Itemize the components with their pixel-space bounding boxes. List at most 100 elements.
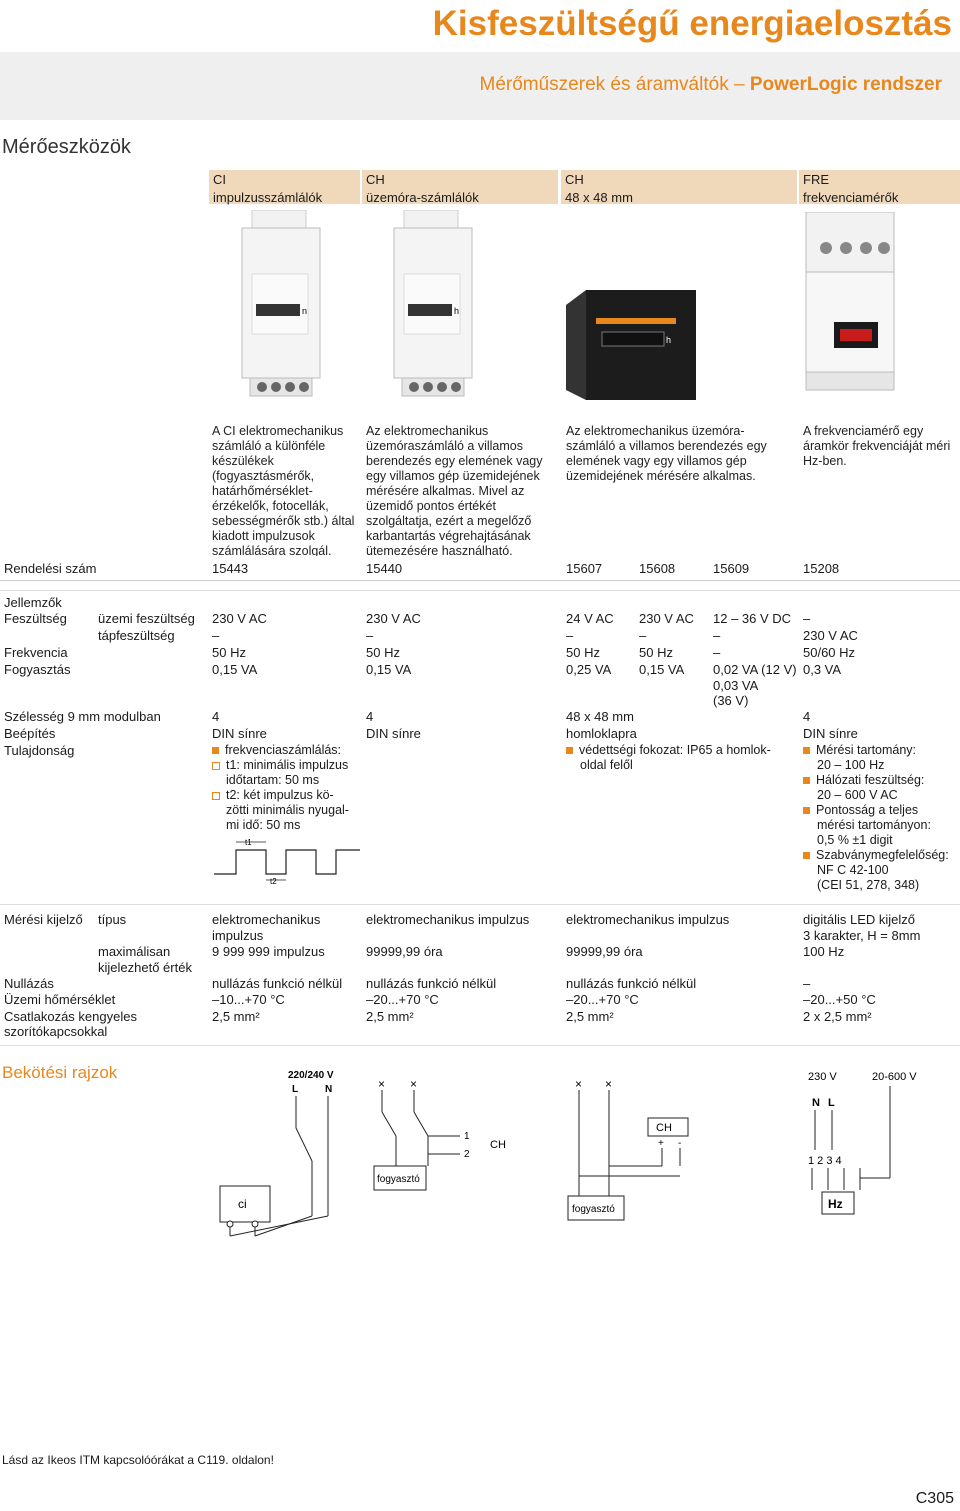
neutral-label: N: [325, 1084, 332, 1095]
supply-voltage-label: tápfeszültség: [98, 628, 175, 643]
subtitle-brand: PowerLogic rendszer: [749, 74, 942, 95]
spec-value: 99999,99 óra: [566, 944, 643, 959]
cross-icon: ×: [605, 1077, 612, 1091]
page-number: C305: [915, 1490, 954, 1507]
wiring-diagram-fre: 230 V 20-600 V N L 1 2 3 4 Hz: [808, 1071, 917, 1215]
spec-value: DIN sínre: [212, 726, 267, 741]
list-text: NF C 42-100: [817, 863, 889, 877]
spec-value: 230 V AC: [366, 611, 421, 626]
spec-value: –10...+70 °C: [212, 992, 285, 1007]
subtitle-plain: Mérőműszerek és áramváltók –: [479, 74, 750, 95]
spec-value: 3 karakter, H = 8mm: [803, 928, 921, 943]
spec-value: 50 Hz: [566, 645, 600, 660]
ci-box-label: ci: [238, 1197, 247, 1211]
description-ch: Az elektromechanikus üzemóraszámláló a v…: [366, 424, 543, 558]
spec-value: 99999,99 óra: [366, 944, 443, 959]
product-image-ch: h: [393, 210, 473, 397]
spec-value: 24 V AC: [566, 611, 614, 626]
property-list-ch48: védettségi fokozat: IP65 a homlok- oldal…: [566, 743, 796, 773]
spec-value: impulzus: [212, 928, 264, 943]
spec-value: 50 Hz: [366, 645, 400, 660]
bullet-icon: [566, 747, 573, 755]
hz-box-label: Hz: [828, 1197, 843, 1211]
width-label: Szélesség 9 mm modulban: [4, 709, 161, 724]
product-image-fre: [805, 212, 895, 391]
subtitle-band: [0, 52, 960, 120]
property-label: Tulajdonság: [4, 743, 75, 758]
spec-value: 230 V AC: [639, 611, 694, 626]
neutral-label: N: [812, 1097, 820, 1109]
spec-value: digitális LED kijelző: [803, 912, 915, 927]
spec-value: –: [713, 645, 721, 660]
list-text: (CEI 51, 278, 348): [817, 878, 920, 892]
list-text: t1: minimális impulzus: [226, 758, 349, 772]
list-text: Hálózati feszültség:: [816, 773, 925, 787]
spec-value: –20...+50 °C: [803, 992, 876, 1007]
svg-text:n: n: [302, 306, 307, 316]
col-name: 48 x 48 mm: [565, 190, 633, 205]
description-ci: A CI elektromechanikus számláló a különf…: [212, 424, 355, 558]
list-item: Hálózati feszültség:: [803, 773, 958, 788]
ch-label: CH: [490, 1139, 506, 1151]
col-header-ch: CH üzemóra-számlálók: [362, 170, 558, 205]
t2-label: t2: [270, 877, 277, 886]
voltage-label: Feszültség: [4, 611, 67, 626]
spec-value: 2,5 mm²: [566, 1009, 614, 1024]
t1-label: t1: [245, 838, 252, 847]
reset-label: Nullázás: [4, 976, 54, 991]
wiring-diagram-ch48: × × fogyasztó CH + -: [567, 1077, 689, 1221]
product-image-ci: n: [241, 210, 321, 397]
checkbox-icon: [212, 761, 220, 770]
list-item: t1: minimális impulzus: [212, 758, 362, 773]
terminal-2: 2: [464, 1149, 470, 1160]
property-list-fre: Mérési tartomány: 20 – 100 Hz Hálózati f…: [803, 743, 958, 893]
svg-text:h: h: [454, 306, 459, 316]
temp-label: Üzemi hőmérséklet: [4, 992, 116, 1007]
list-item: t2: két impulzus kö-: [212, 788, 362, 803]
display-label: Mérési kijelző: [4, 912, 83, 927]
spec-value: 2,5 mm²: [212, 1009, 260, 1024]
load-label: fogyasztó: [572, 1204, 615, 1215]
wiring-diagram-ci: 220/240 V L N ci: [219, 1070, 334, 1237]
spec-value: nullázás funkció nélkül: [366, 976, 497, 991]
line-label: L: [828, 1097, 835, 1109]
spec-value: –: [212, 628, 220, 643]
wiring-diagram-ch: × × fogyasztó 1 2 CH: [373, 1077, 506, 1191]
range-label: 20-600 V: [872, 1071, 917, 1083]
spec-value: 4: [212, 709, 220, 724]
col-code: FRE: [803, 172, 829, 187]
spec-value: 100 Hz: [803, 944, 845, 959]
spec-value: –: [713, 628, 721, 643]
bullet-icon: [803, 807, 810, 815]
col-header-fre: FRE frekvenciamérők: [799, 170, 960, 205]
ch-label: CH: [656, 1122, 672, 1134]
spec-value: –: [366, 628, 374, 643]
list-item: védettségi fokozat: IP65 a homlok-: [566, 743, 796, 758]
spec-value: –: [639, 628, 647, 643]
list-text: 20 – 100 Hz: [817, 758, 885, 772]
divider: [0, 1045, 960, 1046]
order-row: [0, 556, 960, 581]
spec-value: (36 V): [713, 693, 749, 708]
spec-value: 0,25 VA: [566, 662, 612, 677]
list-text: mérési tartományon:: [817, 818, 931, 832]
plus-label: +: [658, 1138, 664, 1149]
spec-value: 0,15 VA: [366, 662, 412, 677]
col-code: CH: [366, 172, 385, 187]
col-name: impulzusszámlálók: [213, 190, 323, 205]
line-label: L: [292, 1084, 298, 1095]
connection-label: Csatlakozás kengyeles: [4, 1009, 137, 1024]
connection-label: szorítókapcsokkal: [4, 1024, 108, 1039]
col-code: CH: [565, 172, 584, 187]
page-subtitle: Mérőműszerek és áramváltók – PowerLogic …: [480, 74, 943, 96]
spec-value: 4: [803, 709, 811, 724]
spec-value: 2,5 mm²: [366, 1009, 414, 1024]
list-text: t2: két impulzus kö-: [226, 788, 334, 802]
col-header-ch48: CH 48 x 48 mm: [561, 170, 797, 205]
spec-value: elektromechanikus impulzus: [566, 912, 730, 927]
wiring-title: Bekötési rajzok: [2, 1063, 118, 1082]
col-name: üzemóra-számlálók: [366, 190, 479, 205]
mount-label: Beépítés: [4, 726, 56, 741]
specs-heading: Jellemzők: [4, 595, 62, 610]
order-label: Rendelési szám: [4, 561, 97, 576]
